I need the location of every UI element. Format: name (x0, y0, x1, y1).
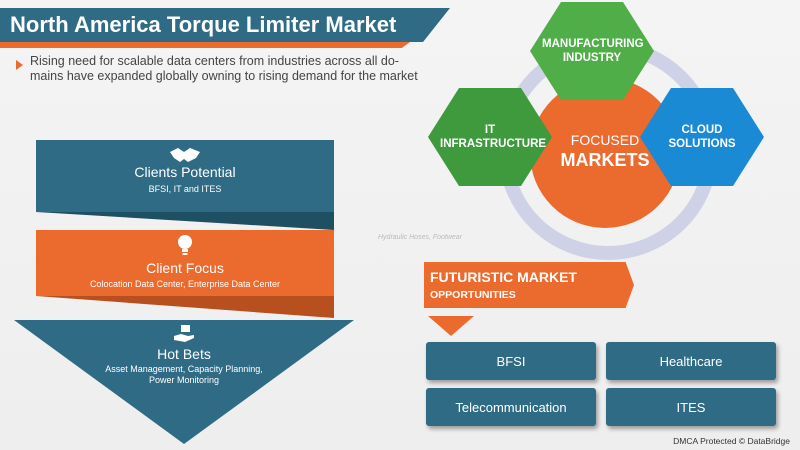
opportunity-bfsi: BFSI (426, 342, 596, 380)
arrow-down-icon (428, 316, 474, 336)
watermark-text: Hydraulic Hoses, Footwear (378, 234, 463, 241)
title-banner: North America Torque Limiter Market (0, 8, 450, 42)
handshake-icon (170, 148, 200, 162)
futuristic-banner: FUTURISTIC MARKET OPPORTUNITIES (424, 262, 634, 308)
title-underline (0, 42, 410, 48)
opportunity-telecommunication: Telecommunication (426, 388, 596, 426)
futuristic-title: FUTURISTIC MARKET (430, 269, 577, 285)
funnel-client-focus: Client Focus Colocation Data Center, Ent… (36, 230, 334, 296)
funnel-title: Hot Bets (157, 346, 211, 362)
opportunity-ites: ITES (606, 388, 776, 426)
funnel-subtitle: Asset Management, Capacity Planning, Pow… (105, 364, 263, 385)
hex-manufacturing-industry: MANUFACTURING INDUSTRY (530, 2, 654, 100)
futuristic-subtitle: OPPORTUNITIES (430, 289, 516, 301)
hex-label: IT INFRASTRUCTURE (440, 124, 547, 150)
center-line-2: MARKETS (560, 150, 650, 170)
funnel-title: Client Focus (146, 260, 224, 276)
hand-money-icon (174, 325, 194, 342)
opportunity-healthcare: Healthcare (606, 342, 776, 380)
intro-text: Rising need for scalable data centers fr… (30, 54, 418, 83)
funnel-fold (36, 296, 334, 318)
bullet-triangle-icon (16, 60, 23, 70)
funnel-title: Clients Potential (134, 164, 236, 180)
page-title: North America Torque Limiter Market (10, 12, 397, 37)
hex-label: MANUFACTURING INDUSTRY (542, 38, 644, 64)
funnel-clients-potential: Clients Potential BFSI, IT and ITES (36, 140, 334, 212)
focused-markets-label: FOCUSED MARKETS (530, 130, 680, 170)
funnel-hot-bets: Hot Bets Asset Management, Capacity Plan… (14, 320, 354, 444)
dmca-footer[interactable]: DMCA Protected © DataBridge (673, 436, 790, 446)
hex-cloud-solutions: CLOUD SOLUTIONS (640, 88, 764, 186)
funnel-subtitle: Colocation Data Center, Enterprise Data … (89, 279, 281, 289)
center-line-1: FOCUSED (570, 132, 640, 148)
hex-label: CLOUD SOLUTIONS (668, 124, 736, 150)
lightbulb-icon (178, 235, 192, 255)
funnel-subtitle: BFSI, IT and ITES (148, 184, 222, 194)
funnel-fold (36, 212, 334, 230)
